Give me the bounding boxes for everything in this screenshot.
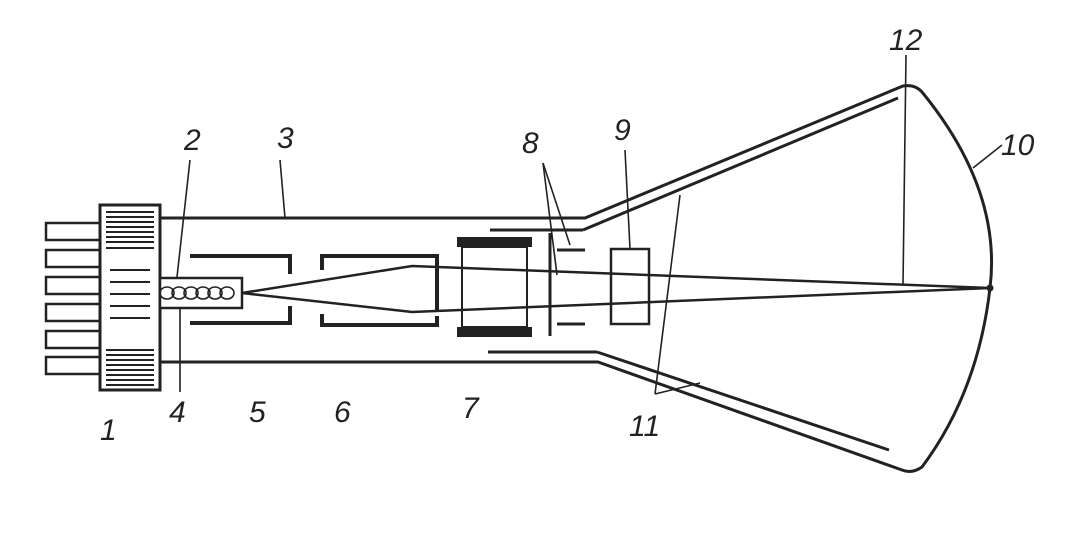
tube-base: [98, 203, 162, 392]
label-12: 12: [889, 24, 923, 57]
label-2: 2: [183, 124, 201, 157]
electron-beam: [241, 264, 994, 314]
inner-coating: [488, 96, 899, 452]
label-8: 8: [522, 127, 539, 160]
filament: [159, 286, 235, 300]
first-anode: [320, 254, 439, 327]
label-9: 9: [614, 114, 631, 147]
label-4: 4: [169, 396, 186, 429]
deflection-plates: [548, 233, 585, 336]
label-10: 10: [1001, 129, 1035, 162]
label-11: 11: [629, 410, 660, 443]
label-1: 1: [100, 414, 117, 447]
focusing-coil: [457, 237, 532, 337]
part-labels: 1 2 3 4 5 6 7 8 9 10 11 12: [100, 24, 1035, 447]
deflection-box: [609, 247, 651, 326]
label-6: 6: [334, 396, 351, 429]
base-pins: [44, 221, 102, 376]
control-grid: [190, 254, 292, 325]
cathode: [158, 276, 244, 310]
label-5: 5: [249, 396, 266, 429]
leader-lines: [176, 54, 1003, 395]
label-7: 7: [462, 392, 480, 425]
label-3: 3: [277, 122, 294, 155]
